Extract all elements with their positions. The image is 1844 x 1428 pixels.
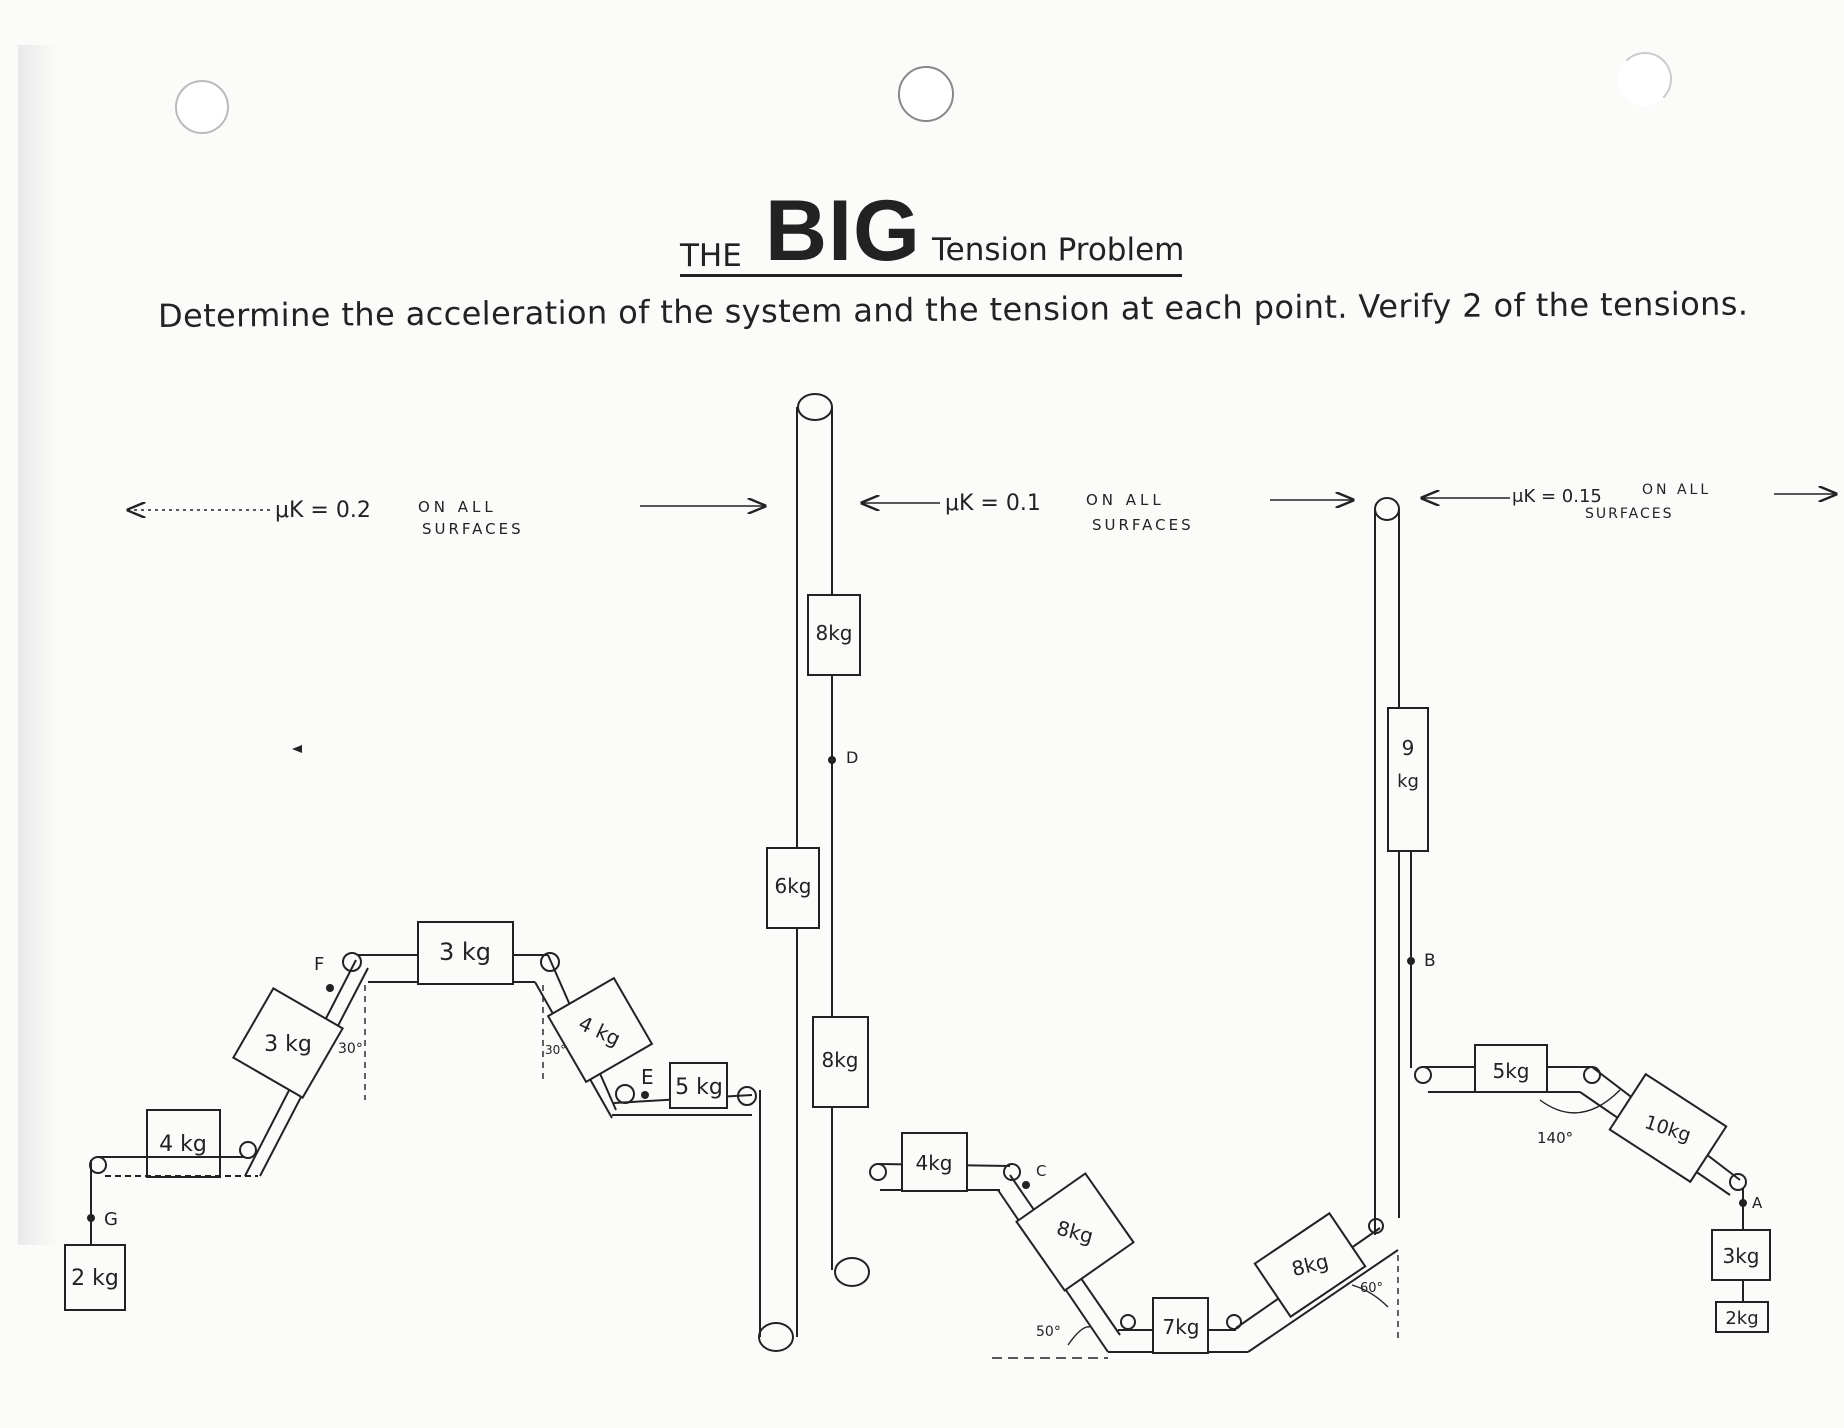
point-a-label: A bbox=[1752, 1194, 1763, 1212]
block-3kg-right-hang: 3kg bbox=[1711, 1229, 1771, 1281]
point-d-label: D bbox=[846, 748, 858, 767]
point-a-dot bbox=[1739, 1199, 1747, 1207]
punch-hole-left bbox=[175, 80, 229, 134]
point-c-dot bbox=[1022, 1181, 1030, 1189]
middle-surfaces-line1: ON ALL bbox=[1086, 491, 1165, 509]
angle-right-section: 140° bbox=[1537, 1129, 1573, 1147]
block-4kg-left-label: 4 kg bbox=[159, 1132, 207, 1157]
point-c-label: C bbox=[1036, 1162, 1046, 1180]
scan-mark bbox=[292, 745, 302, 753]
block-6kg-pole-label: 6kg bbox=[774, 874, 811, 898]
block-2kg-right-hang: 2kg bbox=[1715, 1301, 1769, 1333]
point-g-label: G bbox=[104, 1209, 118, 1230]
angle-arcs-mid bbox=[1067, 1284, 1389, 1346]
angle-mid-right-incline: 60° bbox=[1360, 1281, 1383, 1296]
block-4kg-mid-label: 4kg bbox=[915, 1151, 952, 1175]
point-d-dot bbox=[828, 756, 836, 764]
block-4kg-left: 4 kg bbox=[146, 1109, 221, 1178]
block-3kg-incline-left: 3 kg bbox=[231, 986, 345, 1100]
block-9kg-pole-label-line2: kg bbox=[1397, 771, 1419, 792]
punch-hole-center bbox=[898, 66, 954, 122]
punch-hole-right bbox=[1618, 52, 1672, 106]
block-4kg-incline-right: 4 kg bbox=[546, 976, 654, 1084]
block-10kg-right: 10kg bbox=[1608, 1072, 1728, 1184]
section-right-header bbox=[1422, 494, 1836, 498]
block-9kg-pole-label-line1: 9 bbox=[1402, 736, 1415, 760]
angle-right-incline: 30° bbox=[545, 1043, 566, 1057]
point-f-label: F bbox=[314, 954, 324, 975]
point-e-dot bbox=[641, 1091, 649, 1099]
angle-mid-incline: 50° bbox=[1036, 1324, 1061, 1340]
block-5kg-left: 5 kg bbox=[669, 1062, 728, 1109]
block-6kg-pole: 6kg bbox=[766, 847, 820, 929]
title-tension-problem: Tension Problem bbox=[932, 232, 1185, 268]
title-big: BIG bbox=[765, 183, 921, 279]
block-4kg-mid: 4kg bbox=[901, 1132, 968, 1192]
block-8kg-pole-top-label: 8kg bbox=[815, 621, 852, 645]
block-8kg-pole-bottom-label: 8kg bbox=[821, 1048, 858, 1072]
title-the: THE bbox=[680, 238, 742, 274]
block-8kg-pole-bottom: 8kg bbox=[812, 1016, 869, 1108]
block-5kg-right: 5kg bbox=[1474, 1044, 1548, 1093]
scan-edge-shadow bbox=[18, 45, 58, 1245]
block-3kg-right-hang-label: 3kg bbox=[1722, 1244, 1759, 1268]
block-5kg-left-label: 5 kg bbox=[675, 1075, 723, 1100]
point-f-dot bbox=[326, 984, 334, 992]
block-3kg-incline-left-label: 3 kg bbox=[264, 1032, 312, 1057]
right-surfaces-line1: ON ALL bbox=[1642, 482, 1711, 498]
block-9kg-pole: 9 kg bbox=[1387, 707, 1429, 852]
right-friction-label: μK = 0.15 bbox=[1512, 486, 1602, 507]
angle-left-incline: 30° bbox=[338, 1041, 363, 1057]
left-surfaces-line2: SURFACES bbox=[422, 520, 524, 538]
point-g-dot bbox=[87, 1214, 95, 1222]
page-title: THE BIG Tension Problem bbox=[680, 182, 1200, 292]
block-5kg-right-label: 5kg bbox=[1492, 1059, 1529, 1083]
block-7kg-mid: 7kg bbox=[1152, 1297, 1209, 1354]
left-section-structure bbox=[89, 952, 757, 1245]
middle-friction-label: μK = 0.1 bbox=[945, 491, 1041, 516]
block-2kg-right-hang-label: 2kg bbox=[1725, 1308, 1758, 1329]
point-e-label: E bbox=[641, 1065, 654, 1089]
block-2kg-left: 2 kg bbox=[64, 1244, 126, 1311]
left-friction-label: μK = 0.2 bbox=[275, 498, 371, 523]
block-3kg-top-label: 3 kg bbox=[439, 938, 491, 966]
section-middle-header bbox=[862, 500, 1353, 503]
block-2kg-left-label: 2 kg bbox=[71, 1266, 119, 1291]
title-underline bbox=[680, 274, 1182, 277]
block-7kg-mid-label: 7kg bbox=[1162, 1315, 1199, 1339]
point-b-label: B bbox=[1424, 951, 1436, 971]
block-8kg-pole-top: 8kg bbox=[807, 594, 861, 676]
section-left-header bbox=[128, 506, 765, 510]
right-section-structure bbox=[1410, 850, 1747, 1302]
block-3kg-top: 3 kg bbox=[417, 921, 514, 985]
block-8kg-mid-incline: 8kg bbox=[1015, 1172, 1135, 1292]
left-surfaces-line1: ON ALL bbox=[418, 498, 497, 516]
block-8kg-mid-right-incline: 8kg bbox=[1253, 1211, 1367, 1319]
middle-surfaces-line2: SURFACES bbox=[1092, 516, 1194, 534]
pole-right bbox=[1374, 497, 1400, 1235]
right-surfaces-line2: SURFACES bbox=[1585, 506, 1673, 522]
